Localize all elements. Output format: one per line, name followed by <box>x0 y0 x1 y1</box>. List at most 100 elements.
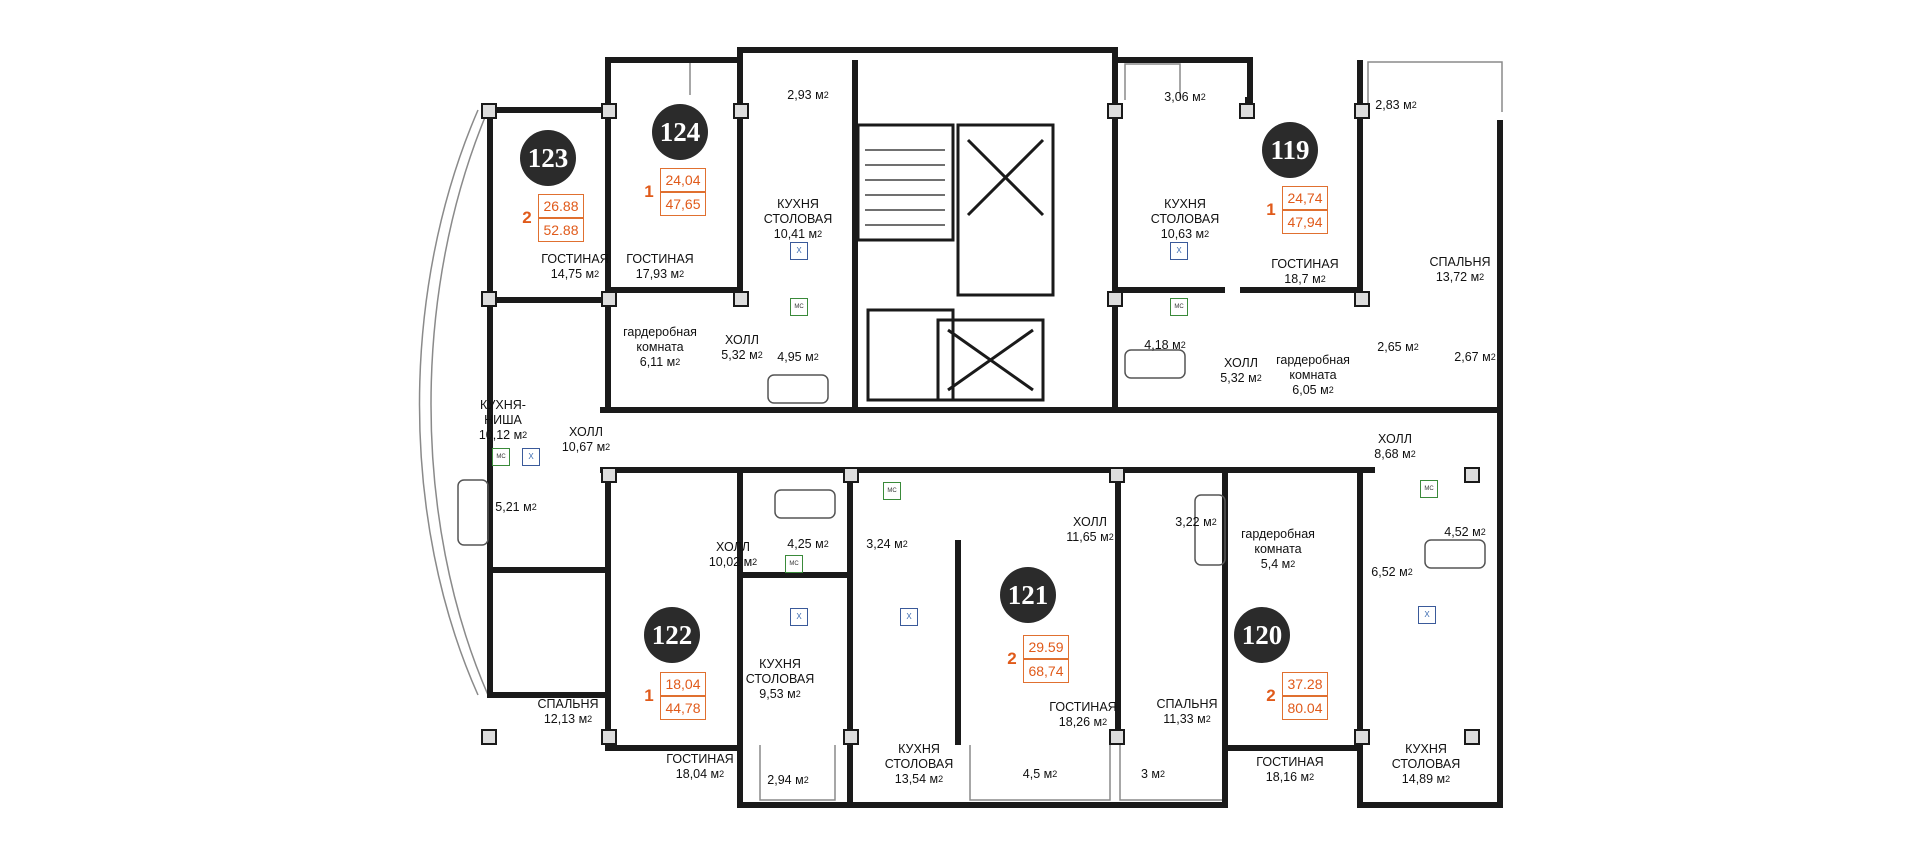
unit-sup: 2 <box>817 229 823 239</box>
room-area: 2,67 м <box>1454 350 1491 364</box>
unit-sup: 2 <box>1160 769 1166 779</box>
unit-sup: 2 <box>803 775 809 785</box>
toilet-riser-icon: МС <box>492 448 510 466</box>
apartment-number-120: 120 <box>1234 607 1290 663</box>
balcony-119 <box>1124 63 1181 100</box>
room-area: 10,41 м <box>773 227 818 241</box>
room-area: 11,65 м <box>1066 530 1109 544</box>
room-count: 2 <box>522 208 532 227</box>
unit-sup: 2 <box>1407 567 1413 577</box>
room-area: 10,67 м <box>561 440 606 454</box>
room-name: гардеробная <box>623 325 697 339</box>
room-name: ГОСТИНАЯ <box>1271 257 1339 271</box>
sink-riser-icon: Х <box>790 242 808 260</box>
unit-sup: 2 <box>1480 527 1486 537</box>
apartment-number-122: 122 <box>644 607 700 663</box>
room-name: ГОСТИНАЯ <box>1049 700 1117 714</box>
room-name: ХОЛЛ <box>1073 515 1107 529</box>
room-name: ХОЛЛ <box>1224 356 1258 370</box>
balcony-122 <box>759 745 836 801</box>
unit-sup: 2 <box>1108 532 1114 542</box>
unit-sup: 2 <box>587 714 593 724</box>
unit-sup: 2 <box>522 430 528 440</box>
balcony-119b <box>1367 61 1503 112</box>
room-label: 3,24 м2 <box>866 537 907 552</box>
apartment-number-124: 124 <box>652 104 708 160</box>
room-area: 10,63 м <box>1160 227 1205 241</box>
room-area: 2,94 м <box>767 773 804 787</box>
unit-sup: 2 <box>1479 272 1485 282</box>
room-name: ХОЛЛ <box>1378 432 1412 446</box>
room-label: 5,21 м2 <box>495 500 536 515</box>
unit-sup: 2 <box>594 269 600 279</box>
living-area: 29.59 <box>1023 635 1069 659</box>
room-area: 5,21 м <box>495 500 532 514</box>
unit-sup: 2 <box>1320 274 1326 284</box>
room-area: 17,93 м <box>635 267 680 281</box>
room-label: 2,93 м2 <box>787 88 828 103</box>
room-name: КУХНЯ <box>759 657 801 671</box>
room-name-2: СТОЛОВАЯ <box>745 672 815 686</box>
living-area: 24,74 <box>1282 186 1328 210</box>
unit-sup: 2 <box>1102 717 1108 727</box>
room-label: 2,83 м2 <box>1375 98 1416 113</box>
unit-sup: 2 <box>902 539 908 549</box>
unit-sup: 2 <box>679 269 685 279</box>
room-name: ГОСТИНАЯ <box>626 252 694 266</box>
apartment-number-119: 119 <box>1262 122 1318 178</box>
unit-sup: 2 <box>1445 774 1451 784</box>
room-label: 2,94 м2 <box>767 773 808 788</box>
room-name-2: СТОЛОВАЯ <box>1150 212 1220 226</box>
room-name-2: СТОЛОВАЯ <box>763 212 833 226</box>
sink-riser-icon: Х <box>1170 242 1188 260</box>
room-area: 5,32 м <box>1220 371 1257 385</box>
room-area: 3,22 м <box>1175 515 1212 529</box>
unit-sup: 2 <box>757 350 763 360</box>
room-name: КУХНЯ- <box>480 398 526 412</box>
room-area: 14,75 м <box>550 267 595 281</box>
room-area: 4,25 м <box>787 537 824 551</box>
bathtubs <box>457 349 1486 569</box>
room-name: КУХНЯ <box>1405 742 1447 756</box>
room-label: 4,18 м2 <box>1144 338 1185 353</box>
sink-riser-icon: Х <box>1418 606 1436 624</box>
room-count: 2 <box>1266 686 1276 705</box>
apartment-number-123: 123 <box>520 130 576 186</box>
unit-sup: 2 <box>1205 714 1211 724</box>
room-area: 2,83 м <box>1375 98 1412 112</box>
unit-sup: 2 <box>605 442 611 452</box>
unit-sup: 2 <box>752 557 758 567</box>
room-name: СПАЛЬНЯ <box>1156 697 1218 711</box>
total-area: 80.04 <box>1282 696 1328 720</box>
living-area: 24,04 <box>660 168 706 192</box>
room-count: 1 <box>644 182 654 201</box>
balcony-121b <box>1119 745 1226 801</box>
room-area: 18,04 м <box>675 767 720 781</box>
room-area: 10,12 м <box>478 428 523 442</box>
total-area: 47,94 <box>1282 210 1328 234</box>
unit-sup: 2 <box>1413 342 1419 352</box>
room-area: 6,52 м <box>1371 565 1408 579</box>
toilet-riser-icon: МС <box>1170 298 1188 316</box>
room-name-2: комната <box>1254 542 1302 556</box>
room-area: 2,65 м <box>1377 340 1414 354</box>
unit-sup: 2 <box>938 774 944 784</box>
toilet-riser-icon: МС <box>883 482 901 500</box>
room-count: 1 <box>1266 200 1276 219</box>
unit-sup: 2 <box>1204 229 1210 239</box>
living-area: 18,04 <box>660 672 706 696</box>
